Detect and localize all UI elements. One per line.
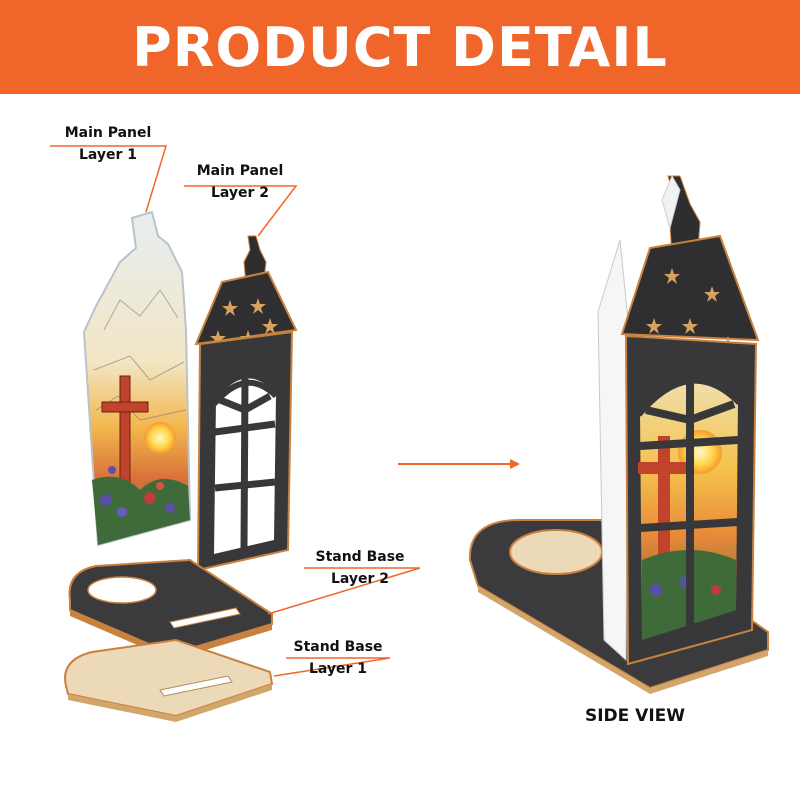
side-view-caption: SIDE VIEW [584, 706, 686, 726]
stand-base-layer-2 [68, 558, 273, 660]
stand-base-layer-1 [64, 638, 274, 722]
product-illustration [50, 145, 769, 722]
label-stand-base-layer-1: Stand Base Layer 1 [293, 639, 383, 677]
page-title: PRODUCT DETAIL [132, 15, 668, 79]
label-main-panel-layer-2: Main Panel Layer 2 [196, 163, 284, 201]
label-stand-base-layer-2: Stand Base Layer 2 [315, 549, 405, 587]
callout-lines [50, 145, 421, 677]
label-main-panel-layer-1: Main Panel Layer 1 [64, 125, 152, 163]
assembled-product-side-view [468, 174, 769, 694]
main-panel-layer-2 [194, 235, 298, 572]
main-panel-layer-1 [82, 210, 192, 547]
right-arrow-icon [398, 459, 520, 469]
header-banner: PRODUCT DETAIL [0, 0, 800, 94]
